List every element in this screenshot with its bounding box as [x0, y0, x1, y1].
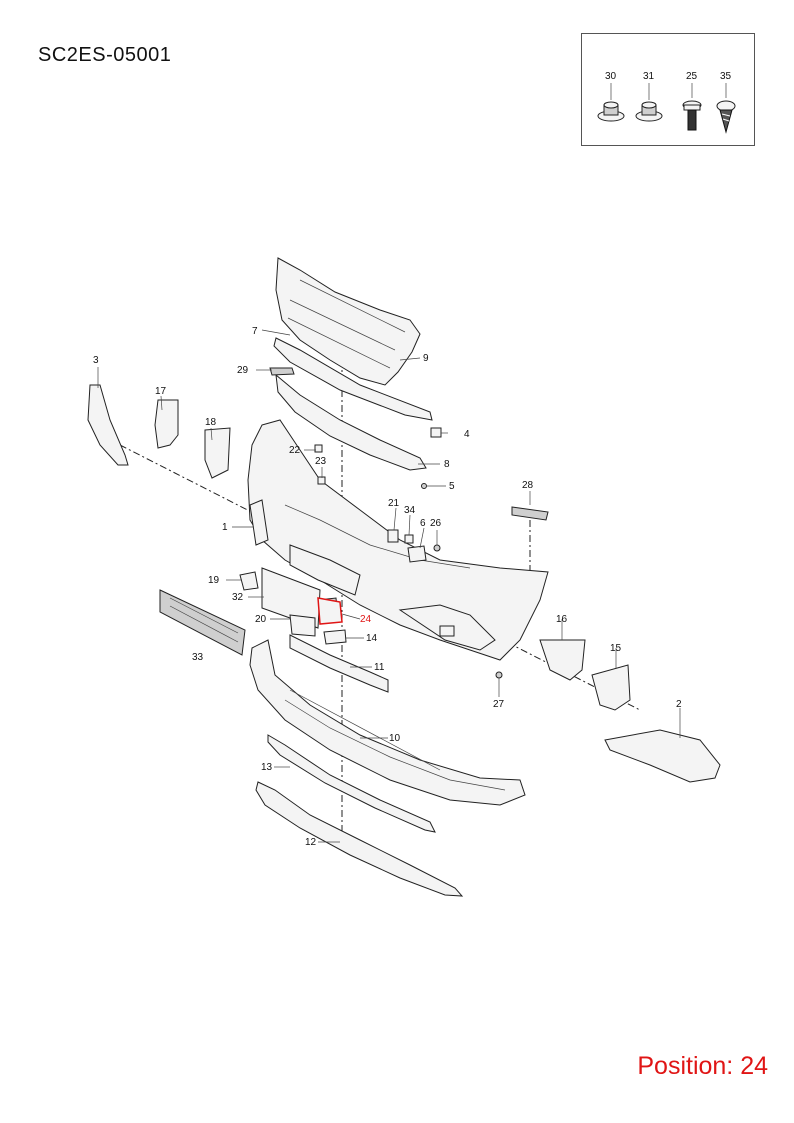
callout-15[interactable]: 15 — [610, 643, 622, 654]
part-17-left-bracket[interactable] — [154, 399, 179, 449]
fastener-label-35[interactable]: 35 — [720, 71, 732, 82]
bolt-icon — [682, 100, 702, 131]
callout-22[interactable]: 22 — [289, 445, 301, 456]
callout-28[interactable]: 28 — [522, 480, 534, 491]
part-16-right-bracket[interactable] — [539, 639, 586, 681]
flange-nut-icon — [597, 101, 625, 122]
screw-icon — [716, 100, 736, 134]
part-33-lower-grille[interactable] — [159, 589, 246, 656]
fastener-legend: 30 31 25 35 — [581, 33, 755, 146]
callout-24[interactable]: 24 — [360, 614, 372, 625]
fastener-label-25[interactable]: 25 — [686, 71, 698, 82]
part-11-lower-strip[interactable] — [289, 634, 389, 693]
fastener-label-31[interactable]: 31 — [643, 71, 655, 82]
callout-6[interactable]: 6 — [420, 518, 426, 529]
callout-21[interactable]: 21 — [388, 498, 400, 509]
callout-32[interactable]: 32 — [232, 592, 244, 603]
callout-18[interactable]: 18 — [205, 417, 217, 428]
part-26-fastener[interactable] — [433, 544, 441, 552]
callout-1[interactable]: 1 — [222, 522, 228, 533]
callout-7[interactable]: 7 — [252, 326, 258, 337]
callout-20[interactable]: 20 — [255, 614, 267, 625]
position-indicator: Position: 24 — [637, 1052, 768, 1080]
callout-14[interactable]: 14 — [366, 633, 378, 644]
part-12-lower-lip[interactable] — [255, 781, 464, 897]
callout-16[interactable]: 16 — [556, 614, 568, 625]
part-3-left-grille-insert[interactable] — [87, 384, 129, 466]
part-22-clip[interactable] — [314, 444, 323, 453]
part-32-license-plate-bracket[interactable] — [261, 567, 321, 629]
callout-4[interactable]: 4 — [464, 429, 470, 440]
callout-2[interactable]: 2 — [676, 699, 682, 710]
part-24-tow-hook-cover[interactable] — [317, 597, 343, 625]
part-18-left-bracket[interactable] — [204, 427, 231, 479]
callout-3[interactable]: 3 — [93, 355, 99, 366]
part-4-bracket[interactable] — [430, 427, 442, 438]
callout-12[interactable]: 12 — [305, 837, 317, 848]
part-23-clip[interactable] — [317, 476, 326, 485]
part-34-clip[interactable] — [404, 534, 414, 544]
callout-11[interactable]: 11 — [374, 662, 385, 673]
flange-nut-icon — [635, 101, 663, 122]
part-7-trim-strip[interactable] — [273, 337, 433, 421]
part-20-cover[interactable] — [289, 614, 316, 637]
callout-8[interactable]: 8 — [444, 459, 450, 470]
part-10-lower-absorber[interactable] — [249, 639, 526, 806]
part-9-upper-support[interactable] — [275, 257, 421, 386]
callout-26[interactable]: 26 — [430, 518, 442, 529]
part-21-clip[interactable] — [387, 529, 399, 543]
callout-5[interactable]: 5 — [449, 481, 455, 492]
fastener-legend-svg: 30 31 25 35 — [597, 71, 736, 134]
part-5-fastener[interactable] — [421, 483, 427, 489]
part-15-right-bracket[interactable] — [591, 664, 631, 711]
callout-23[interactable]: 23 — [315, 456, 327, 467]
callout-27[interactable]: 27 — [493, 699, 505, 710]
part-8-upper-grille-frame[interactable] — [275, 373, 427, 471]
callout-33[interactable]: 33 — [192, 652, 204, 663]
callout-29[interactable]: 29 — [237, 365, 249, 376]
callout-9[interactable]: 9 — [423, 353, 429, 364]
part-27-fastener[interactable] — [495, 671, 503, 679]
part-29-clip[interactable] — [269, 367, 295, 376]
callout-19[interactable]: 19 — [208, 575, 220, 586]
part-19-tow-cap[interactable] — [239, 571, 259, 591]
part-14-bracket[interactable] — [323, 629, 347, 645]
part-28-emblem[interactable] — [511, 506, 549, 521]
callout-10[interactable]: 10 — [389, 733, 401, 744]
part-6-sensor[interactable] — [407, 545, 427, 563]
part-13-lower-trim[interactable] — [267, 734, 436, 833]
callout-13[interactable]: 13 — [261, 762, 273, 773]
callout-34[interactable]: 34 — [404, 505, 416, 516]
diagram-code: SC2ES-05001 — [38, 44, 172, 66]
callout-17[interactable]: 17 — [155, 386, 167, 397]
part-2-right-grille-insert[interactable] — [604, 729, 721, 783]
fastener-label-30[interactable]: 30 — [605, 71, 617, 82]
